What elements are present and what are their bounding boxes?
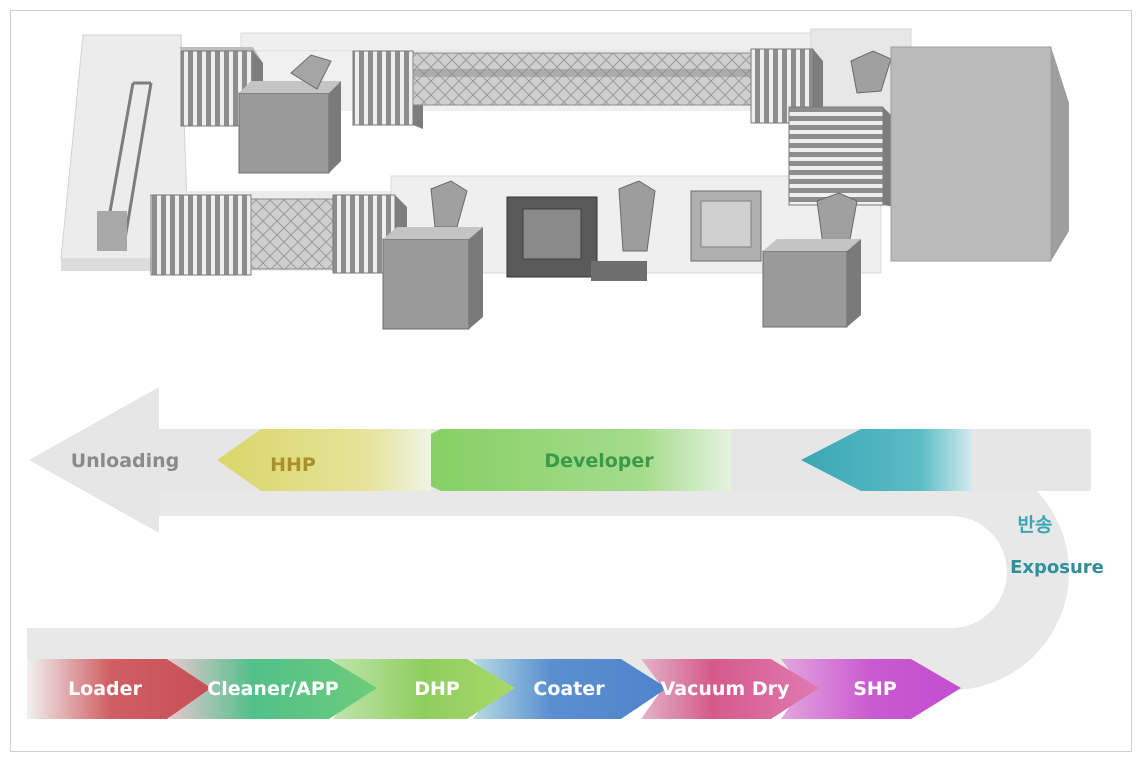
coater-chevron: [473, 659, 667, 719]
dhp-label: DHP: [414, 678, 460, 700]
loader-chevron: [27, 659, 211, 719]
developer-chevron: [377, 429, 731, 491]
shp-chevron: [781, 659, 961, 719]
exposure-korean-label: 반송: [1018, 514, 1053, 536]
coater-module: [506, 196, 647, 281]
diagram-frame: 반송 Exposure Unloading HHP Developer Load…: [10, 10, 1132, 752]
top-right-robot: [850, 50, 892, 94]
loader-label: Loader: [68, 678, 142, 700]
cleaner-app-label: Cleaner/APP: [207, 678, 339, 700]
exposure-label: Exposure: [1010, 557, 1104, 578]
unloading-label: Unloading: [71, 450, 180, 472]
top-left-robot-box: [238, 54, 341, 174]
bottom-left-buffer-unit: [150, 194, 252, 276]
shp-label: SHP: [853, 678, 897, 700]
bottom-right-robot-box: [762, 192, 861, 328]
hhp-label: HHP: [270, 454, 316, 476]
hhp-chevron: [217, 429, 431, 491]
coater-robot: [618, 180, 656, 252]
vacuum-dry-chevron: [641, 659, 819, 719]
developer-label: Developer: [544, 450, 654, 472]
vacuum-dry-chamber: [690, 190, 762, 262]
dhp-chevron: [333, 659, 515, 719]
vacuum-dry-label: Vacuum Dry: [661, 678, 790, 700]
top-conveyor: [412, 52, 754, 106]
exposure-unit-box: [890, 46, 1069, 262]
equipment-layout-illustration: [60, 28, 1069, 330]
process-flow-diagram: 반송 Exposure Unloading HHP Developer Load…: [27, 387, 1104, 719]
coater-label: Coater: [533, 678, 605, 700]
bottom-left-conveyor: [250, 198, 334, 270]
flow-track: [27, 454, 1069, 690]
exposure-chevron: [801, 429, 971, 491]
cleaner-app-chevron: [169, 659, 377, 719]
bottom-left-robot-box: [382, 180, 483, 330]
